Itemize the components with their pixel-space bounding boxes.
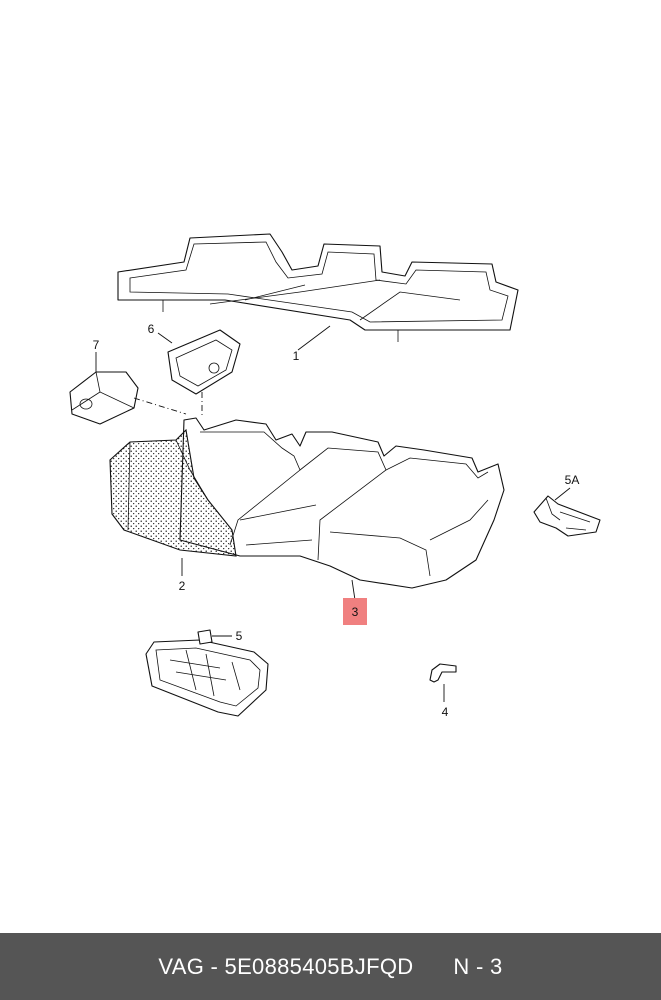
part-3-seat-cushion xyxy=(179,417,505,601)
parts-diagram: 1 6 7 2 3 5A 5 4 xyxy=(69,233,601,719)
label-6: 6 xyxy=(148,322,155,336)
assembly-line-7 xyxy=(133,397,187,415)
label-5: 5 xyxy=(236,629,243,643)
label-7: 7 xyxy=(93,338,100,352)
part-6-cover-plate xyxy=(157,329,241,395)
label-1: 1 xyxy=(293,349,300,363)
footer-part-reference: VAG - 5E0885405BJFQD xyxy=(158,953,414,979)
footer-bar: VAG - 5E0885405BJFQD N - 3 xyxy=(0,933,661,1000)
label-3: 3 xyxy=(352,605,359,619)
footer-position: N - 3 xyxy=(453,953,503,979)
part-1-seat-frame xyxy=(117,233,519,351)
label-5a: 5A xyxy=(565,473,580,487)
part-5-bracket xyxy=(145,629,269,717)
part-2-foam-padding xyxy=(109,428,237,576)
part-4-hook xyxy=(429,663,457,702)
label-4: 4 xyxy=(442,705,449,719)
label-2: 2 xyxy=(179,579,186,593)
part-5a-clip xyxy=(533,487,601,537)
highlight-part-3 xyxy=(343,598,367,625)
part-7-trim-cap xyxy=(69,352,139,425)
